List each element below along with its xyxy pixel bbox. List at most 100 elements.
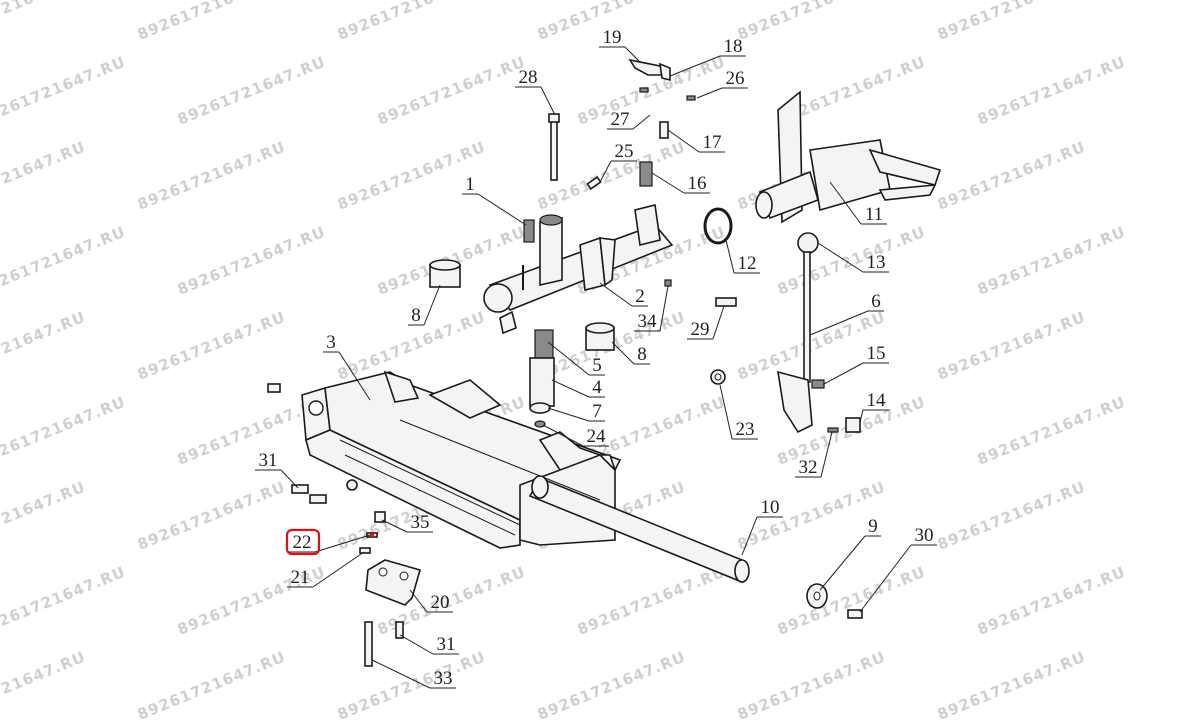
lower-bolt-parts — [364, 621, 404, 667]
watermark-text: 89261721647.RU — [735, 308, 888, 384]
watermark-text: 89261721647.RU — [0, 223, 128, 299]
watermark-text: 89261721647.RU — [335, 648, 488, 720]
watermark-text: 89261721647.RU — [0, 138, 88, 214]
watermark-text: 89261721647.RU — [975, 53, 1128, 129]
watermark-text: 89261721647.RU — [975, 223, 1128, 299]
bushing-parts — [429, 259, 615, 351]
callout-label-34: 34 — [638, 311, 658, 332]
callout-label-4: 4 — [592, 377, 602, 398]
leader-line-17 — [667, 129, 700, 153]
watermark-text: 89261721647.RU — [975, 393, 1128, 469]
watermark-text: 89261721647.RU — [0, 308, 88, 384]
callout-label-12: 12 — [738, 253, 757, 274]
leader-line-1 — [477, 193, 527, 226]
watermark-text: 89261721647.RU — [775, 223, 928, 299]
leader-line-26 — [696, 87, 723, 99]
stud-part — [715, 297, 737, 307]
leader-line-30 — [859, 544, 912, 613]
watermark-text: 89261721647.RU — [935, 0, 1088, 44]
leader-line-18 — [669, 55, 721, 77]
cross-tube-part — [483, 204, 674, 335]
watermark-text: 89261721647.RU — [975, 563, 1128, 639]
leader-line-3 — [338, 351, 371, 401]
watermark-text: 89261721647.RU — [575, 563, 728, 639]
nut-part — [710, 369, 726, 385]
callout-label-24: 24 — [587, 426, 607, 447]
watermark-text: 89261721647.RU — [0, 393, 128, 469]
callout-label-3: 3 — [326, 332, 336, 353]
callout-label-33: 33 — [434, 668, 453, 689]
leader-line-20 — [409, 589, 428, 613]
callout-label-17: 17 — [703, 132, 722, 153]
callout-label-8: 8 — [637, 344, 647, 365]
watermark-text: 89261721647.RU — [735, 648, 888, 720]
leader-line-24 — [542, 424, 584, 447]
leader-line-23 — [719, 384, 733, 440]
watermark-text: 89261721647.RU — [0, 478, 88, 554]
callout-label-28: 28 — [519, 67, 538, 88]
callout-label-1: 1 — [465, 174, 475, 195]
leader-line-12 — [725, 239, 735, 274]
callout-label-31: 31 — [437, 634, 456, 655]
watermark-text: 89261721647.RU — [135, 138, 288, 214]
mounting-block-part — [365, 559, 421, 606]
leader-line-13 — [817, 242, 864, 273]
watermark-text: 89261721647.RU — [175, 223, 328, 299]
watermark-text: 89261721647.RU — [135, 478, 288, 554]
callout-label-21: 21 — [291, 567, 310, 588]
seal-ring-part — [703, 207, 733, 245]
callout-label-26: 26 — [726, 68, 745, 89]
highlighted-part-marker — [369, 532, 375, 538]
watermark-text: 89261721647.RU — [135, 648, 288, 720]
leader-line-9 — [819, 535, 866, 591]
callout-label-22: 22 — [293, 532, 312, 553]
leader-line-19 — [624, 46, 641, 63]
watermark-text: 89261721647.RU — [935, 308, 1088, 384]
leader-line-8 — [611, 341, 635, 365]
watermark-text: 89261721647.RU — [135, 308, 288, 384]
leader-line-33 — [371, 659, 431, 689]
watermark-text: 89261721647.RU — [935, 138, 1088, 214]
callout-label-5: 5 — [592, 355, 602, 376]
leader-line-31 — [399, 634, 434, 655]
leader-line-11 — [829, 181, 862, 225]
leader-line-35 — [381, 519, 408, 533]
callout-label-15: 15 — [867, 343, 886, 364]
watermark-text: 89261721647.RU — [0, 563, 128, 639]
leader-line-22 — [314, 534, 371, 553]
leader-line-29 — [712, 305, 725, 340]
leader-line-7 — [547, 407, 590, 422]
lever-rod-part — [777, 232, 861, 434]
watermark-text: 89261721647.RU — [735, 478, 888, 554]
callout-label-6: 6 — [871, 291, 881, 312]
watermark-text: 89261721647.RU — [935, 648, 1088, 720]
callout-label-16: 16 — [688, 173, 707, 194]
callout-label-8: 8 — [411, 305, 421, 326]
watermark-text: 89261721647.RU — [935, 478, 1088, 554]
watermark-text: 89261721647.RU — [775, 563, 928, 639]
callout-label-10: 10 — [761, 497, 780, 518]
callout-label-35: 35 — [411, 512, 430, 533]
callout-label-27: 27 — [611, 109, 630, 130]
leader-line-28 — [540, 86, 556, 116]
callout-label-18: 18 — [724, 36, 743, 57]
callout-label-11: 11 — [865, 204, 883, 225]
leader-line-27 — [632, 114, 651, 130]
callout-label-31: 31 — [259, 450, 278, 471]
main-frame-part — [301, 370, 622, 549]
callout-label-23: 23 — [736, 419, 755, 440]
leader-lines — [255, 46, 937, 689]
callout-label-32: 32 — [799, 457, 818, 478]
watermark-text: 89261721647.RU — [735, 0, 888, 44]
watermark-text: 89261721647.RU — [335, 0, 488, 44]
parts-drawing — [267, 58, 942, 667]
watermark-text: 89261721647.RU — [175, 53, 328, 129]
leader-line-34 — [659, 285, 669, 332]
watermark-text: 89261721647.RU — [375, 53, 528, 129]
callout-label-29: 29 — [691, 319, 710, 340]
spring-cylinder-parts — [529, 329, 555, 428]
leader-line-15 — [823, 362, 864, 385]
